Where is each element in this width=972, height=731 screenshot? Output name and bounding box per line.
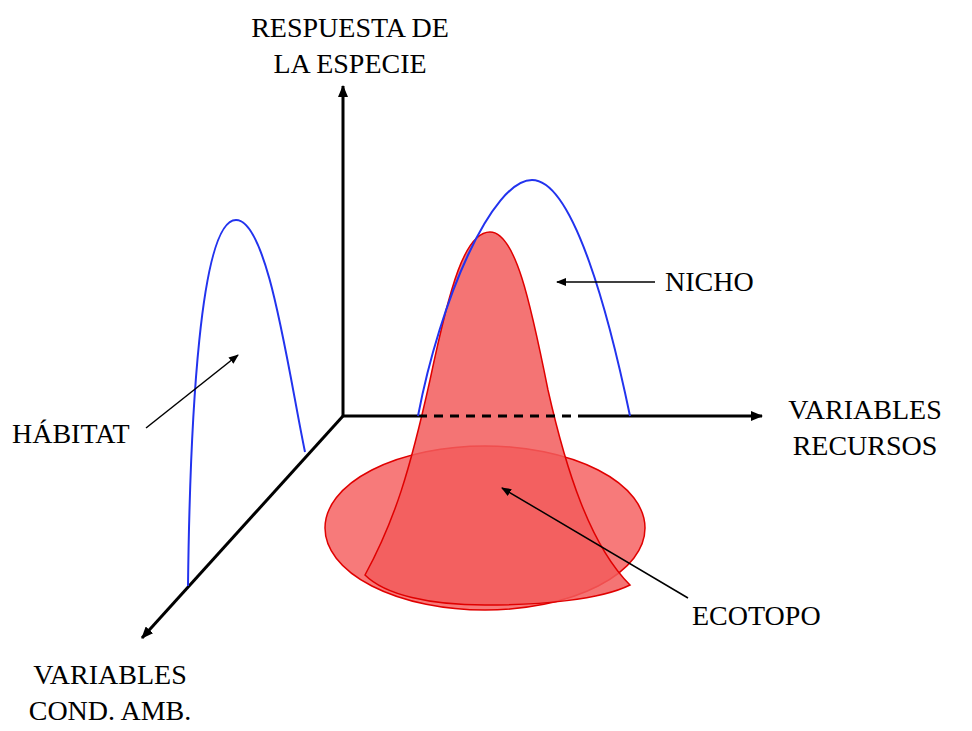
leader-arrow	[502, 488, 688, 598]
response-axis	[342, 86, 345, 416]
habitat-curve	[188, 220, 305, 586]
habitat-label: HÁBITAT	[12, 416, 130, 452]
axis-title: VARIABLES COND. AMB.	[10, 657, 210, 729]
resource-axis	[578, 415, 762, 418]
axis-title: RESPUESTA DE LA ESPECIE	[240, 10, 460, 82]
resource-axis-hidden	[418, 415, 578, 418]
resource-axis	[343, 415, 418, 418]
niche-curve	[418, 180, 630, 416]
ecotope-label: ECOTOPO	[692, 598, 821, 634]
ecotope-bell	[365, 232, 630, 605]
leader-arrow	[146, 355, 238, 428]
niche-label: NICHO	[665, 264, 754, 300]
leader-arrow	[557, 281, 655, 283]
conditions-axis	[142, 416, 343, 638]
axis-title: VARIABLES RECURSOS	[765, 392, 965, 464]
